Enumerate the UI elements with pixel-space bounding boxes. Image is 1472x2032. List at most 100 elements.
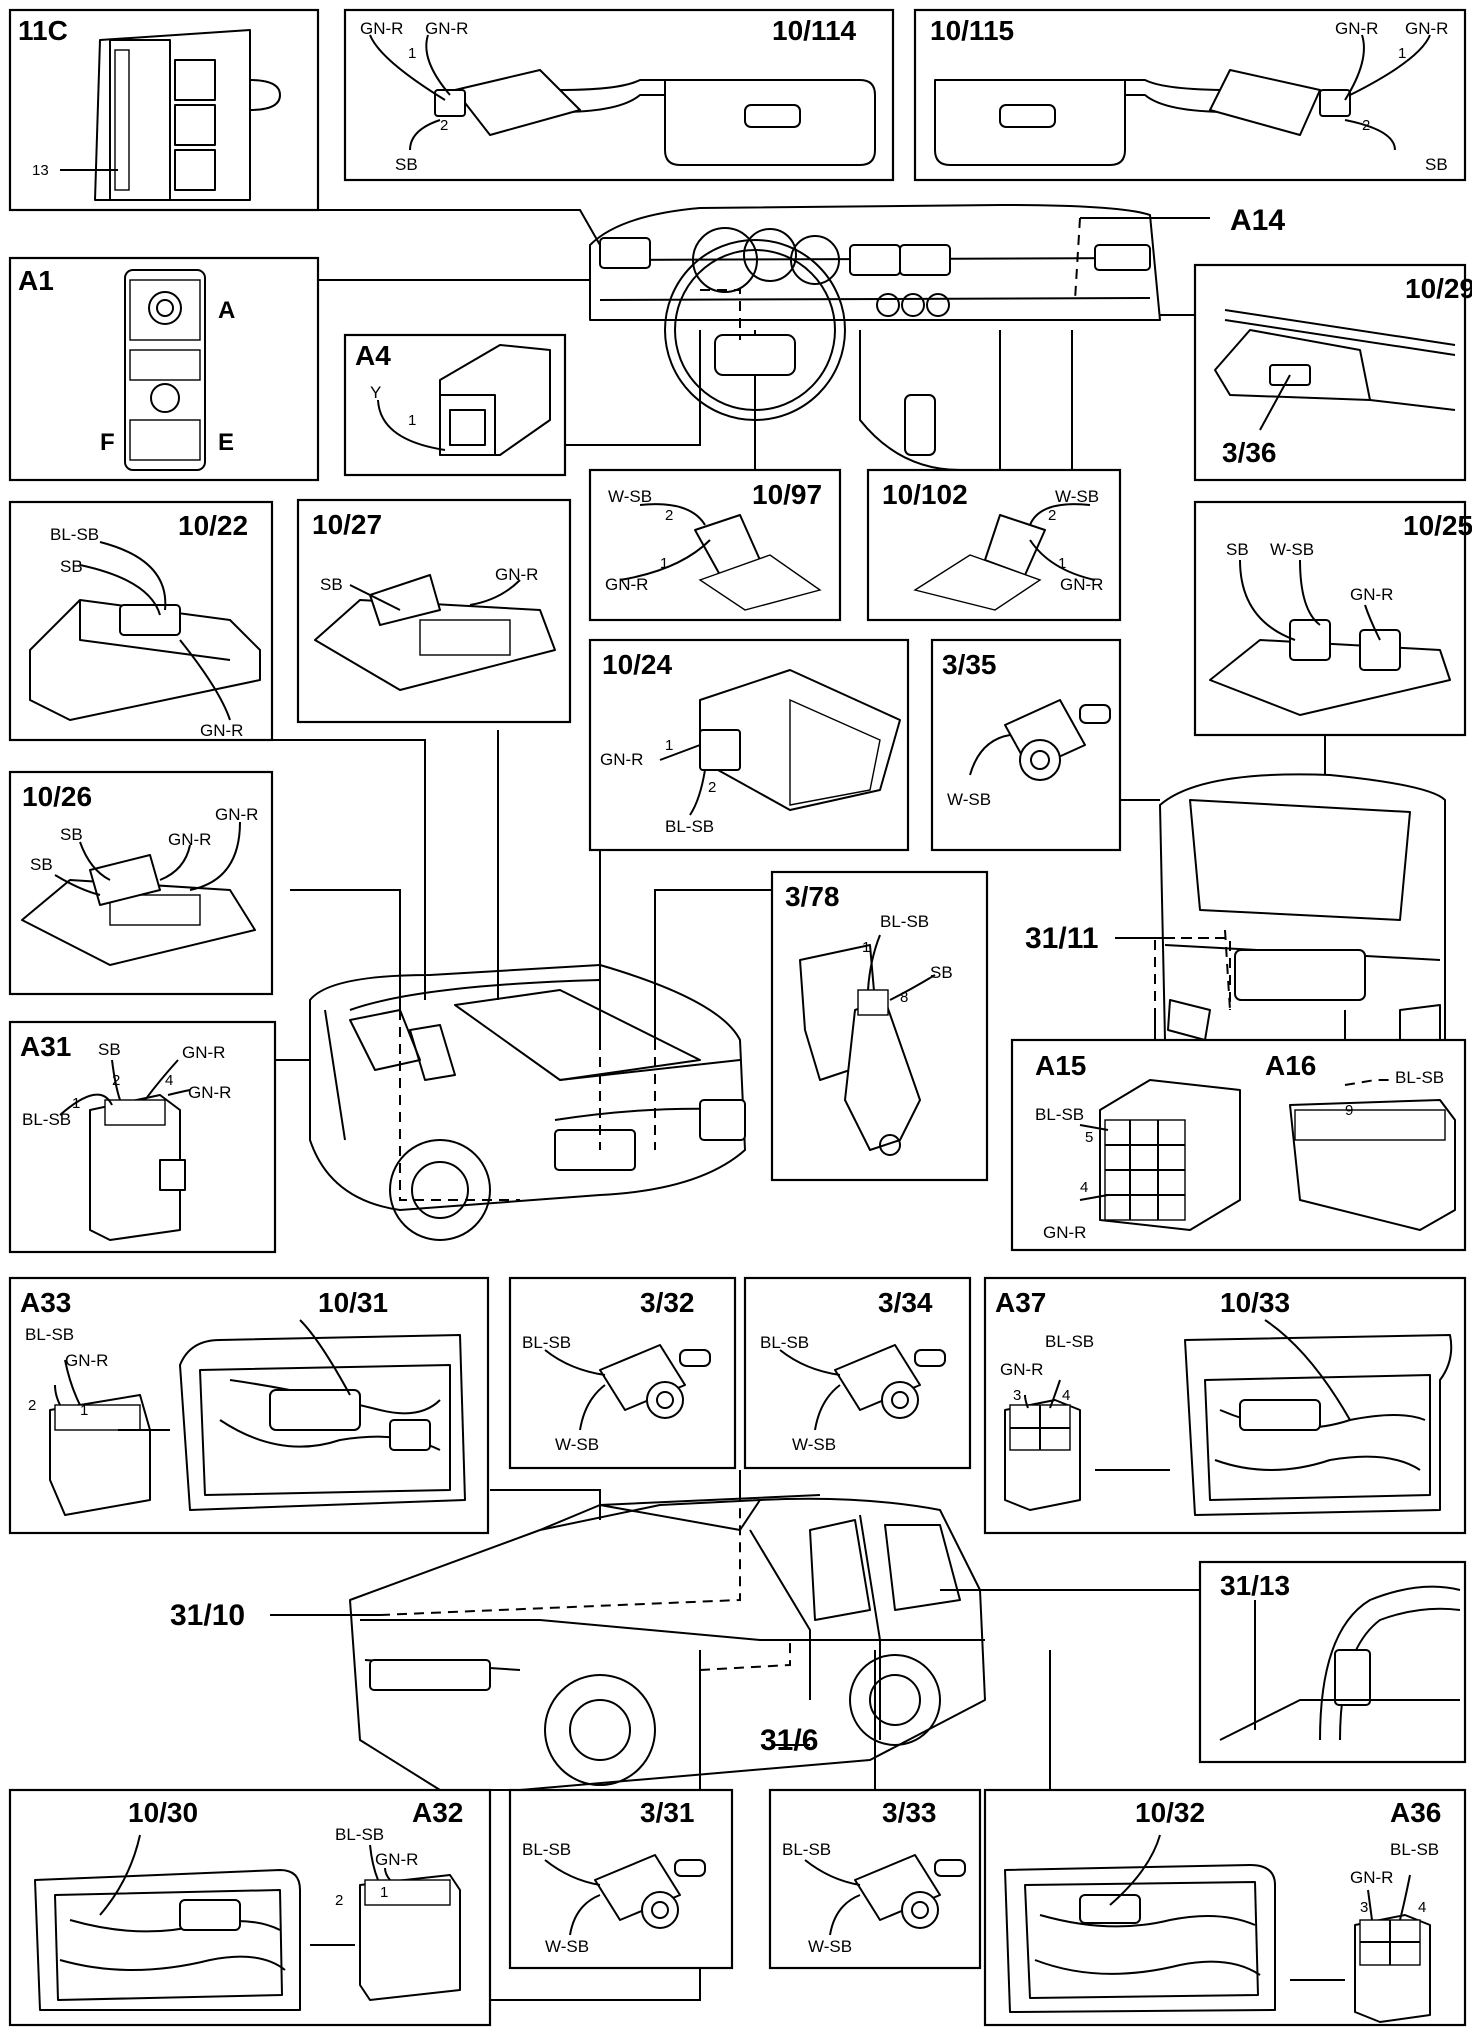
panel-3-78-pin2: 8: [900, 989, 908, 1006]
panel-a1-label-e: E: [218, 429, 234, 456]
panel-3-34-wire1: BL-SB: [760, 1333, 809, 1352]
panel-a37-wire1: BL-SB: [1045, 1332, 1094, 1351]
panel-a32-title: A32: [412, 1797, 463, 1828]
panel-a33-wire1: BL-SB: [25, 1325, 74, 1344]
panel-a15-pin5: 5: [1085, 1129, 1093, 1146]
panel-10-115-wire3: SB: [1425, 155, 1448, 174]
panel-a33-pin1: 1: [80, 1402, 88, 1419]
panel-3-34-wire2: W-SB: [792, 1435, 836, 1454]
panel-3-35-title: 3/35: [942, 649, 997, 680]
panel-10-114: 10/114 GN-R GN-R SB 1 2: [343, 8, 895, 182]
panel-10-115-pin1: 1: [1398, 45, 1406, 62]
panel-10-25: 10/25 SB W-SB GN-R: [1193, 500, 1472, 737]
panel-a32: 10/30 A32 BL-SB GN-R 2 1: [8, 1788, 492, 2027]
panel-a1-label-f: F: [100, 429, 115, 456]
panel-3-78-pin1: 1: [862, 939, 870, 956]
panel-10-102: 10/102 W-SB GN-R 1 2: [866, 468, 1122, 622]
panel-11c-title: 11C: [18, 15, 68, 46]
panel-a4-wire: Y: [370, 383, 381, 402]
panel-10-25-wire1: SB: [1226, 540, 1249, 559]
panel-a33-wire2: GN-R: [65, 1351, 108, 1370]
panel-3-78-title: 3/78: [785, 881, 840, 912]
panel-10-24-wire2: BL-SB: [665, 817, 714, 836]
panel-10-114-wire1: GN-R: [360, 19, 403, 38]
panel-10-22-title: 10/22: [178, 510, 248, 541]
panel-3-34-title: 3/34: [878, 1287, 933, 1318]
panel-a15-pin4: 4: [1080, 1179, 1088, 1196]
panel-3-31-wire1: BL-SB: [522, 1840, 571, 1859]
wagon-rear-illustration: [1130, 773, 1446, 1091]
panel-a37-pin3: 3: [1013, 1387, 1021, 1404]
panel-10-25-title: 10/25: [1403, 510, 1472, 541]
label-31-11: 31/11: [1025, 922, 1098, 955]
panel-3-78: 3/78 BL-SB SB 1 8: [770, 870, 989, 1182]
panel-a33: A33 10/31 BL-SB GN-R 2 1: [8, 1276, 490, 1535]
panel-a31-wire4: BL-SB: [22, 1110, 71, 1129]
label-a14: A14: [1230, 204, 1285, 237]
panel-10-97-wire1: W-SB: [608, 487, 652, 506]
panel-10-97-pin1: 1: [660, 555, 668, 572]
panel-a36-wire2: GN-R: [1350, 1868, 1393, 1887]
panel-10-22-wire3: GN-R: [200, 721, 243, 740]
panel-10-29: 10/29 3/36: [1193, 263, 1472, 482]
panel-10-29-title: 10/29: [1405, 273, 1472, 304]
panel-3-33: 3/33 BL-SB W-SB: [768, 1788, 982, 1970]
dashboard-illustration: [589, 204, 1161, 471]
panel-3-78-wire2: SB: [930, 963, 953, 982]
panel-3-34: 3/34 BL-SB W-SB: [743, 1276, 972, 1470]
panel-a31-title: A31: [20, 1031, 71, 1062]
panel-10-97-pin2: 2: [665, 507, 673, 524]
panel-10-27-wire1: SB: [320, 575, 343, 594]
panel-a1-title: A1: [18, 265, 54, 296]
panel-3-31-wire2: W-SB: [545, 1937, 589, 1956]
panel-a16-title: A16: [1265, 1050, 1316, 1081]
panel-10-115-wire1: GN-R: [1335, 19, 1378, 38]
panel-a36: 10/32 A36 BL-SB GN-R 3 4: [983, 1788, 1467, 2027]
panel-10-97-title: 10/97: [752, 479, 822, 510]
panel-a31-wire3: GN-R: [188, 1083, 231, 1102]
panel-a1-label-a: A: [218, 297, 235, 324]
panel-a1: A1 A F E: [8, 256, 320, 482]
panel-10-115-title: 10/115: [930, 15, 1014, 46]
panel-10-114-pin2: 2: [440, 117, 448, 134]
panel-a4-title: A4: [355, 340, 391, 371]
panel-a37-wire2: GN-R: [1000, 1360, 1043, 1379]
panel-10-26-wire3: GN-R: [168, 830, 211, 849]
panel-a31-pin2: 2: [112, 1072, 120, 1089]
panel-10-24-pin1: 1: [665, 737, 673, 754]
panel-10-29-sub: 3/36: [1222, 437, 1277, 468]
panel-10-102-pin1: 1: [1058, 555, 1066, 572]
panel-a15-title: A15: [1035, 1050, 1086, 1081]
panel-10-27-wire2: GN-R: [495, 565, 538, 584]
panel-a37: A37 10/33 BL-SB GN-R 3 4: [983, 1276, 1467, 1535]
panel-a37-pin4: 4: [1062, 1387, 1070, 1404]
panel-a31-wire2: GN-R: [182, 1043, 225, 1062]
panel-3-78-wire1: BL-SB: [880, 912, 929, 931]
panel-a36-sub: 10/32: [1135, 1797, 1205, 1828]
panel-a36-pin3: 3: [1360, 1899, 1368, 1916]
panel-3-31: 3/31 BL-SB W-SB: [508, 1788, 734, 1970]
panel-3-33-title: 3/33: [882, 1797, 937, 1828]
connector-lines: [270, 209, 1346, 2001]
panel-31-13-title: 31/13: [1220, 1570, 1290, 1601]
panel-3-33-wire1: BL-SB: [782, 1840, 831, 1859]
panel-a31-pin4: 4: [165, 1072, 173, 1089]
panel-a33-sub: 10/31: [318, 1287, 388, 1318]
panel-3-32-wire1: BL-SB: [522, 1333, 571, 1352]
panel-10-26: 10/26 SB SB GN-R GN-R: [8, 770, 274, 996]
panel-10-22-wire2: SB: [60, 557, 83, 576]
panel-3-33-wire2: W-SB: [808, 1937, 852, 1956]
panel-a15-wire1: BL-SB: [1035, 1105, 1084, 1124]
panel-11c-pin: 13: [32, 162, 49, 179]
panel-3-32: 3/32 BL-SB W-SB: [508, 1276, 737, 1470]
panel-10-115-wire2: GN-R: [1405, 19, 1448, 38]
panel-10-24: 10/24 GN-R BL-SB 1 2: [588, 638, 910, 852]
panel-10-26-wire1: SB: [60, 825, 83, 844]
panel-a37-sub: 10/33: [1220, 1287, 1290, 1318]
panel-10-26-wire4: GN-R: [215, 805, 258, 824]
panel-10-114-wire3: SB: [395, 155, 418, 174]
sedan-rear-illustration: [309, 964, 746, 1241]
panel-10-97-wire2: GN-R: [605, 575, 648, 594]
panel-10-26-wire2: SB: [30, 855, 53, 874]
panel-10-25-wire2: W-SB: [1270, 540, 1314, 559]
